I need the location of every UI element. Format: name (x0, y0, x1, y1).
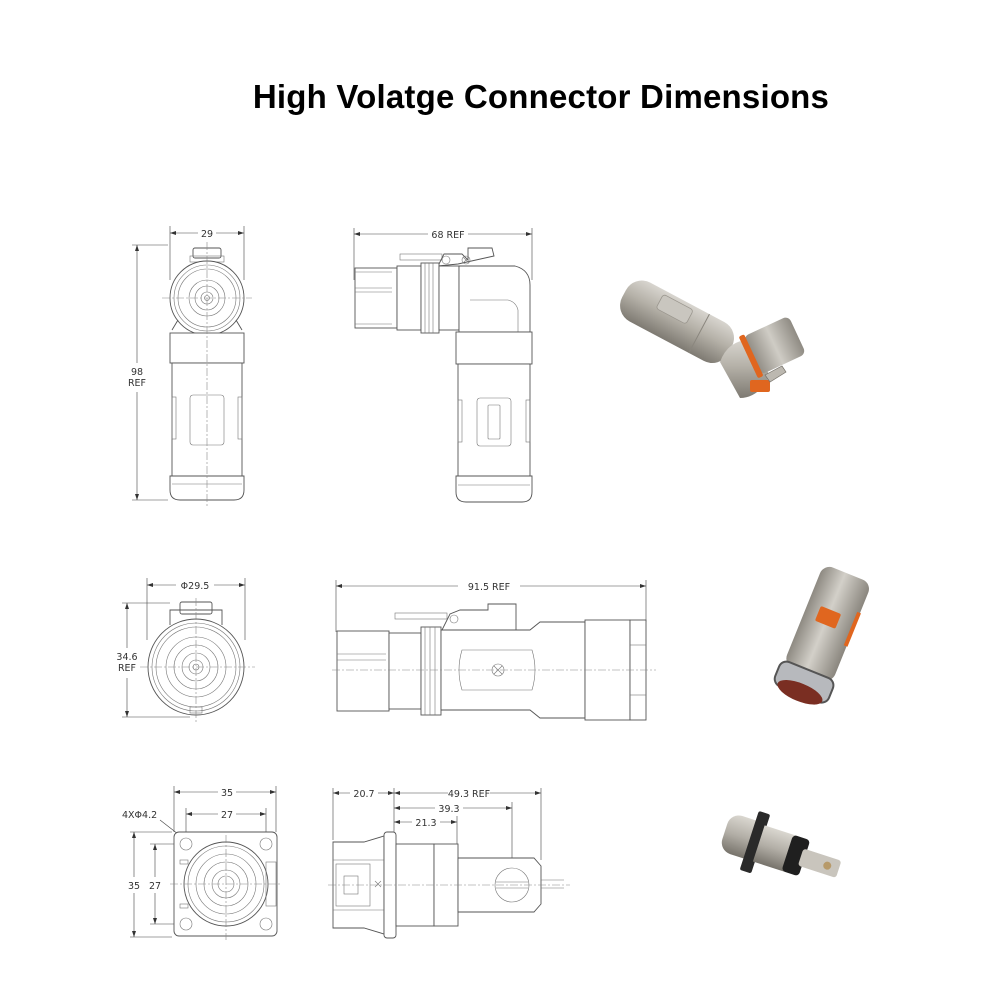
total-length-label: 49.3 REF (448, 789, 490, 800)
height-ref-label: REF (128, 378, 146, 389)
receptacle-side-view: 20.7 49.3 REF 39.3 21.3 (320, 780, 580, 950)
straight-front-view: Φ29.5 34.6 REF (110, 570, 270, 730)
width-dimension-label: 29 (201, 229, 213, 240)
height-ref-label: REF (118, 663, 136, 674)
diameter-dimension-label: Φ29.5 (181, 581, 210, 592)
body-length-label: 21.3 (415, 818, 436, 829)
length-dimension-label: 68 REF (431, 230, 464, 241)
right-angle-side-view: 68 REF (340, 220, 550, 510)
holes-callout-label: 4XΦ4.2 (122, 810, 157, 821)
inner-height-label: 27 (149, 881, 161, 892)
height-dimension-label: 34.6 (116, 652, 137, 663)
right-angle-connector-photo (600, 280, 820, 420)
page-title: High Volatge Connector Dimensions (252, 78, 830, 115)
outer-height-label: 35 (128, 881, 140, 892)
right-angle-front-view: 29 98 REF (120, 220, 260, 510)
receptacle-front-view: 35 27 4XΦ4.2 35 27 (110, 780, 290, 950)
hole-center-label: 39.3 (438, 804, 459, 815)
panel-receptacle-photo (700, 800, 850, 910)
flange-dimension-label: 20.7 (353, 789, 374, 800)
height-dimension-label: 98 (131, 367, 143, 378)
outer-width-label: 35 (221, 788, 233, 799)
hole-pitch-label: 27 (221, 810, 233, 821)
length-dimension-label: 91.5 REF (468, 582, 510, 593)
straight-side-view: 91.5 REF (320, 570, 660, 730)
straight-connector-photo (740, 560, 880, 720)
